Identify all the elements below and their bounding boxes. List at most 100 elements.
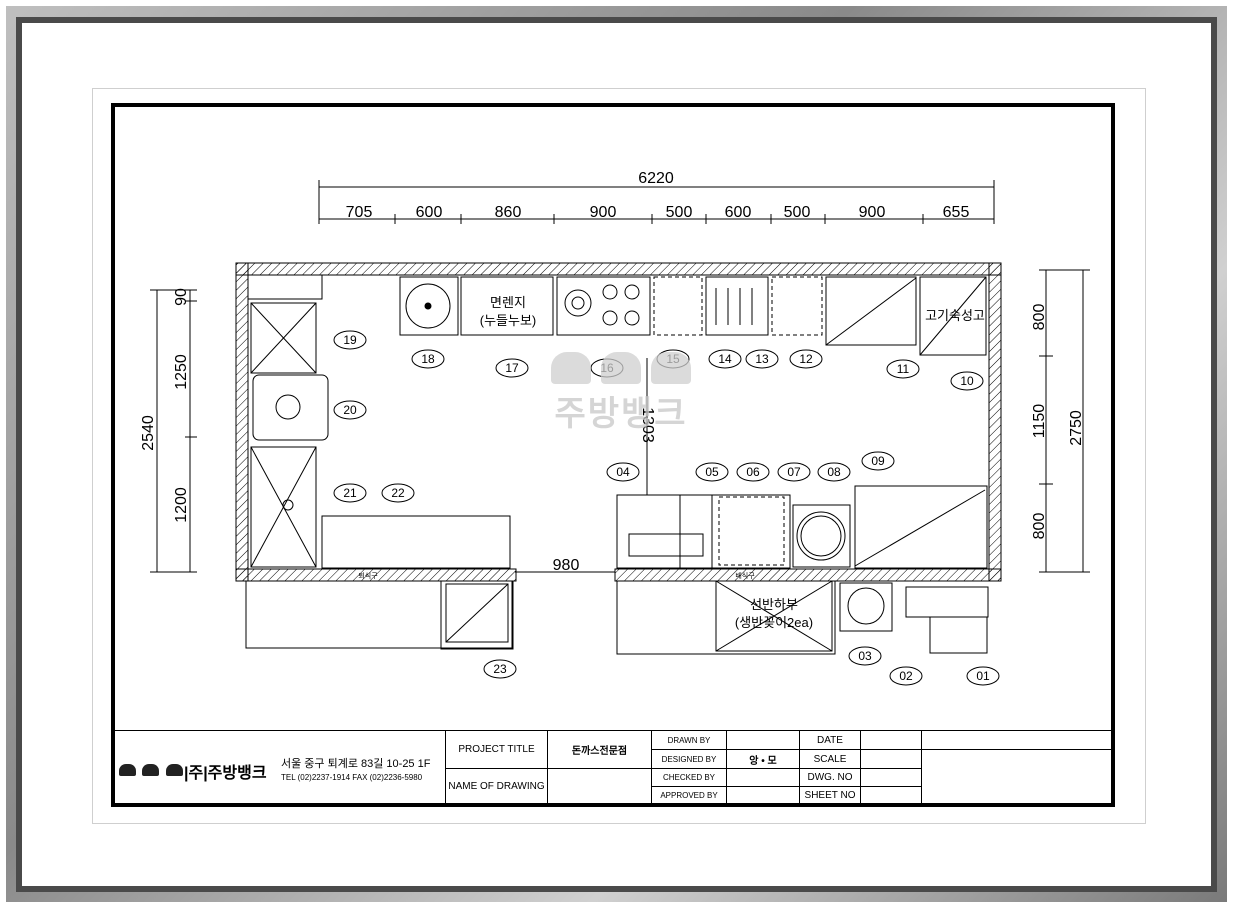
callout-bubble (950, 371, 984, 391)
callout-number: 18 (421, 352, 435, 366)
dim-seg: 655 (943, 204, 970, 221)
dim-left-seg: 1200 (173, 487, 190, 523)
label-under-shelf: 선반하부 (750, 597, 798, 612)
callout-number: 08 (827, 465, 841, 479)
sheet-no-label: SHEET NO (804, 790, 856, 801)
watermark-logo: 주방뱅크 (532, 352, 710, 452)
drawn-by-label: DRAWN BY (652, 731, 726, 750)
callout-bubble (777, 462, 811, 482)
approved-by-label: APPROVED BY (660, 791, 718, 800)
callout-bubble (606, 462, 640, 482)
watermark-icons (532, 352, 710, 392)
dwg-no-label: DWG. NO (800, 769, 860, 787)
callout-bubble (333, 483, 367, 503)
dim-left-total: 2540 (140, 415, 157, 451)
scale-label: SCALE (800, 750, 860, 769)
watermark-text: 주방뱅크 (554, 395, 688, 433)
equipment-callouts: 0102030405060708091011121314151617181920… (333, 330, 1000, 686)
company-cell: |주|주방뱅크 서울 중구 퇴계로 83길 10-25 1F TEL (02)2… (115, 731, 446, 804)
callout-number: 04 (616, 465, 630, 479)
room-labels: 면렌지 (누들누보) 고기숙성고 선반하부 (생반꽂이2ea) (480, 295, 985, 630)
callout-number: 23 (493, 662, 507, 676)
dim-right-total: 2750 (1068, 410, 1085, 446)
name-of-drawing-label: NAME OF DRAWING (446, 769, 548, 804)
dim-right-seg: 800 (1031, 304, 1048, 331)
callout-bubble (886, 359, 920, 379)
company-address: 서울 중구 퇴계로 83길 10-25 1F (281, 758, 431, 770)
checked-by-label: CHECKED BY (652, 769, 726, 787)
callout-number: 06 (746, 465, 760, 479)
dim-total-width: 6220 (638, 170, 674, 187)
callout-bubble (889, 666, 923, 686)
dim-left-seg: 1250 (173, 354, 190, 390)
project-title-value: 돈까스전문점 (548, 731, 652, 769)
label-pass-left: 퇴식구 (358, 571, 378, 580)
callout-bubble (411, 349, 445, 369)
callout-bubble (708, 349, 742, 369)
callout-bubble (817, 462, 851, 482)
callout-bubble (333, 330, 367, 350)
dim-left-seg: 90 (173, 288, 190, 306)
callout-bubble (861, 451, 895, 471)
dimension-lines (150, 180, 1090, 573)
dim-seg: 705 (346, 204, 373, 221)
label-meat-aging: 고기숙성고 (925, 308, 985, 323)
callout-number: 07 (787, 465, 801, 479)
designed-by-value: 앙 • 모 (727, 750, 799, 769)
company-name: |주|주방뱅크 (184, 765, 267, 782)
dim-right-seg: 1150 (1031, 404, 1048, 439)
label-under-shelf-sub: (생반꽂이2ea) (735, 615, 813, 630)
callout-bubble (736, 462, 770, 482)
callout-bubble (789, 349, 823, 369)
designed-by-label: DESIGNED BY (652, 750, 726, 769)
dim-seg: 900 (859, 204, 886, 221)
label-noodle: 면렌지 (490, 295, 526, 310)
date-label: DATE (800, 731, 860, 750)
dim-seg: 600 (725, 204, 752, 221)
callout-bubble (848, 646, 882, 666)
callout-bubble (695, 462, 729, 482)
callout-number: 02 (899, 669, 913, 683)
project-title-label: PROJECT TITLE (446, 731, 548, 769)
dimension-texts: 6220 705 600 860 900 500 600 500 900 655… (140, 170, 1085, 574)
callout-number: 03 (858, 649, 872, 663)
drawing-sheet (92, 88, 1146, 824)
callout-number: 13 (755, 352, 769, 366)
callout-bubble (745, 349, 779, 369)
dim-aisle-depth: 1303 (639, 407, 656, 443)
company-contact: TEL (02)2237-1914 FAX (02)2236-5980 (281, 773, 423, 782)
dim-seg: 900 (590, 204, 617, 221)
drawing-border (111, 103, 1115, 807)
callout-number: 17 (505, 361, 519, 375)
callout-bubble (495, 358, 529, 378)
dim-right-seg: 800 (1031, 513, 1048, 540)
callout-number: 20 (343, 403, 357, 417)
callout-number: 14 (718, 352, 732, 366)
dim-seg: 600 (416, 204, 443, 221)
callout-bubble (333, 400, 367, 420)
callout-number: 01 (976, 669, 990, 683)
label-pass-right: 배식구 (735, 571, 755, 580)
label-noodle-sub: (누들누보) (480, 313, 537, 328)
callout-number: 21 (343, 486, 357, 500)
name-of-drawing-value (548, 769, 652, 804)
callout-number: 05 (705, 465, 719, 479)
title-block: |주|주방뱅크 서울 중구 퇴계로 83길 10-25 1F TEL (02)2… (115, 730, 1111, 804)
company-logo-icons (119, 763, 183, 781)
dim-seg: 500 (784, 204, 811, 221)
dim-aisle-width: 980 (553, 557, 580, 574)
callout-number: 11 (897, 362, 910, 376)
dim-seg: 860 (495, 204, 522, 221)
callout-number: 10 (960, 374, 974, 388)
callout-bubble (381, 483, 415, 503)
walls (235, 262, 1002, 582)
callout-number: 12 (799, 352, 813, 366)
callout-bubble (483, 659, 517, 679)
callout-number: 22 (391, 486, 405, 500)
equipment (245, 276, 989, 655)
callout-number: 09 (871, 454, 885, 468)
dim-seg: 500 (666, 204, 693, 221)
callout-number: 19 (343, 333, 357, 347)
callout-bubble (966, 666, 1000, 686)
